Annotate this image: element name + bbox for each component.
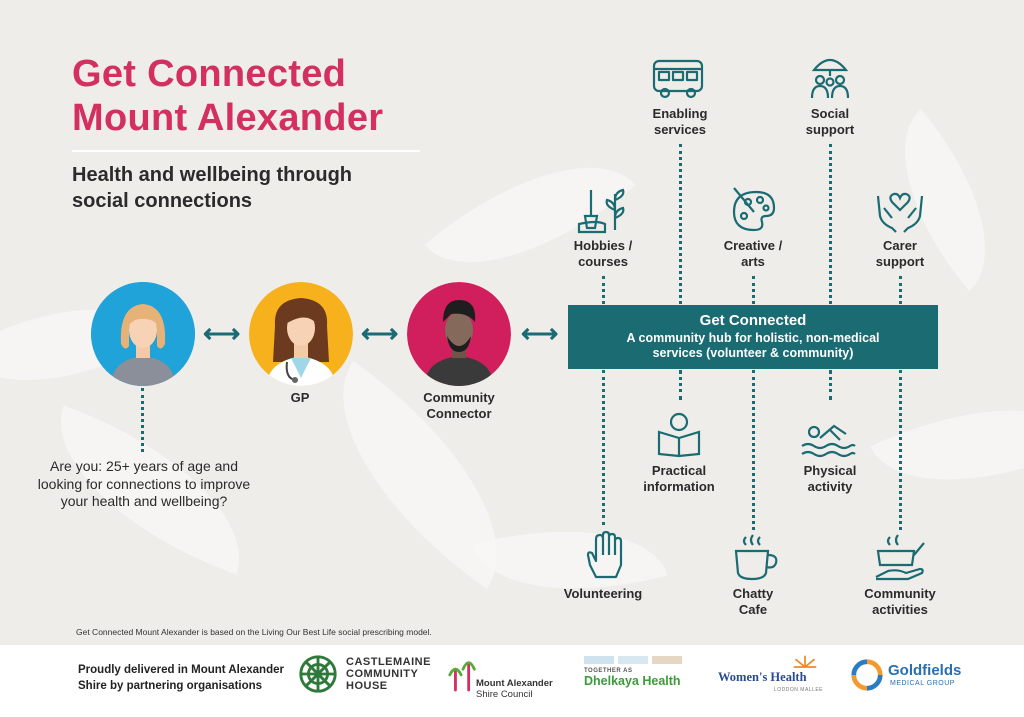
dotted-connector (829, 144, 832, 304)
council-logo-line-2: Shire Council (476, 689, 533, 700)
title-divider (72, 150, 420, 152)
raised-hand-icon (576, 531, 632, 579)
creative-arts-label: Creative / arts (703, 238, 803, 270)
community-activities-label: Community activities (845, 586, 955, 618)
page-title: Get Connected Mount Alexander (72, 52, 383, 140)
person-avatar (91, 282, 195, 386)
title-line-2: Mount Alexander (72, 97, 384, 139)
creative-arts-label-line-2: arts (741, 254, 765, 269)
hub-description-line-1: A community hub for holistic, non-medica… (626, 331, 880, 345)
connection-arrow: ⟷ (361, 318, 399, 348)
community-connector-label: Community Connector (404, 390, 514, 422)
castlemaine-logo-line-2: COMMUNITY (346, 668, 419, 680)
connection-arrow: ⟷ (203, 318, 241, 348)
background-leaf (870, 361, 1024, 529)
carer-support-label-line-2: support (875, 254, 925, 269)
hobbies-courses-label-line-2: courses (578, 254, 628, 269)
infographic-canvas: Get Connected Mount Alexander Health and… (0, 0, 1024, 645)
community-connector-label-line-1: Community (423, 390, 495, 405)
council-logo-line-1: Mount Alexander (476, 678, 553, 689)
dotted-connector (602, 276, 605, 304)
reading-icon (651, 410, 707, 458)
background-leaf (472, 498, 668, 622)
footer-line-1: Proudly delivered in Mount Alexander (78, 664, 284, 676)
castlemaine-logo-line-1: CASTLEMAINE (346, 656, 431, 668)
connection-arrow: ⟷ (521, 318, 559, 348)
dotted-connector (679, 370, 682, 400)
hub-description: A community hub for holistic, non-medica… (568, 331, 938, 361)
heart-hands-icon (872, 186, 928, 234)
enabling-services-label-line-1: Enabling (652, 106, 708, 121)
community-activities-label-line-2: activities (872, 602, 928, 617)
enabling-services-label: Enabling services (630, 106, 730, 138)
enabling-services-label-line-2: services (653, 122, 707, 137)
get-connected-hub: Get Connected A community hub for holist… (568, 305, 938, 369)
carer-support-label: Carer support (850, 238, 950, 270)
community-connector-avatar (407, 282, 511, 386)
womens-health-name: Women's Health (718, 670, 807, 684)
subtitle-line-1: Health and wellbeing through (72, 164, 352, 186)
subtitle-line-2: social connections (72, 190, 253, 212)
social-support-label: Social support (780, 106, 880, 138)
physical-activity-label: Physical activity (780, 463, 880, 495)
dotted-connector (899, 276, 902, 304)
practical-information-label-line-2: information (643, 479, 715, 494)
dotted-connector (829, 370, 832, 400)
goldfields-name: Goldfields (888, 662, 962, 679)
creative-arts-label-line-1: Creative / (723, 238, 783, 253)
cooking-pot-icon (872, 533, 928, 581)
dotted-connector (752, 276, 755, 304)
dhelkaya-health-logo: TOGETHER AS Dhelkaya Health (584, 656, 688, 696)
dotted-connector (679, 144, 682, 304)
footer-partners-text: Proudly delivered in Mount Alexander Shi… (78, 662, 284, 694)
footer-line-2: Shire by partnering organisations (78, 680, 263, 692)
page-subtitle: Health and wellbeing through social conn… (72, 162, 352, 214)
coffee-cup-icon (726, 533, 782, 581)
gardening-icon (575, 186, 631, 234)
title-line-1: Get Connected (72, 53, 347, 95)
eligibility-question: Are you: 25+ years of age and looking fo… (37, 458, 251, 509)
partner-badges (584, 656, 688, 664)
castlemaine-logo-line-3: HOUSE (346, 680, 388, 692)
dotted-connector (602, 370, 605, 525)
dhelkaya-name: Dhelkaya Health (584, 674, 681, 688)
carer-support-label-line-1: Carer (883, 238, 917, 253)
mount-alexander-shire-council-logo: Mount Alexander Shire Council (446, 654, 558, 700)
dotted-connector (899, 370, 902, 530)
physical-activity-label-line-2: activity (807, 479, 853, 494)
hub-title: Get Connected (699, 312, 807, 329)
womens-health-loddon-mallee-logo: Women's Health LODDON MALLEE (718, 654, 830, 698)
community-connector-label-line-2: Connector (426, 406, 492, 421)
palette-icon (726, 186, 782, 234)
gp-label: GP (290, 390, 310, 405)
goldfields-medical-group-logo: Goldfields MEDICAL GROUP (850, 656, 968, 696)
chatty-cafe-label-line-1: Chatty (732, 586, 774, 601)
volunteering-label: Volunteering (563, 586, 643, 601)
chatty-cafe-label-line-2: Cafe (738, 602, 768, 617)
physical-activity-label-line-1: Physical (803, 463, 857, 478)
bus-icon (650, 55, 706, 103)
castlemaine-community-house-logo: CASTLEMAINE COMMUNITY HOUSE (296, 652, 430, 698)
swimmer-icon (800, 412, 856, 460)
umbrella-people-icon (802, 52, 858, 100)
social-support-label-line-1: Social (810, 106, 850, 121)
womens-health-region: LODDON MALLEE (774, 687, 824, 693)
chatty-cafe-label: Chatty Cafe (703, 586, 803, 618)
goldfields-subtitle: MEDICAL GROUP (890, 680, 955, 687)
social-support-label-line-2: support (805, 122, 855, 137)
footnote: Get Connected Mount Alexander is based o… (76, 627, 432, 637)
practical-information-label: Practical information (624, 463, 734, 495)
dotted-connector (141, 388, 144, 452)
dhelkaya-small-text: TOGETHER AS (584, 668, 633, 674)
community-activities-label-line-1: Community (864, 586, 936, 601)
practical-information-label-line-1: Practical (651, 463, 707, 478)
hub-description-line-2: services (volunteer & community) (652, 346, 854, 360)
hobbies-courses-label: Hobbies / courses (553, 238, 653, 270)
hobbies-courses-label-line-1: Hobbies / (573, 238, 633, 253)
dotted-connector (752, 370, 755, 530)
gp-avatar (249, 282, 353, 386)
